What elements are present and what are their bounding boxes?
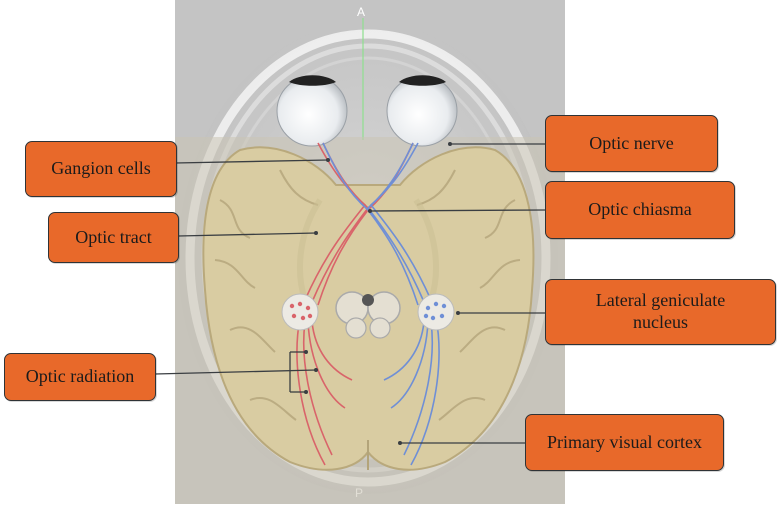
lateral-geniculate-nuclei: [281, 293, 455, 331]
ganglion-cells-leader: [174, 159, 329, 164]
label-optic-nerve-text: Optic nerve: [589, 132, 674, 153]
label-optic-tract: Optic tract: [48, 212, 179, 263]
label-optic-nerve: Optic nerve: [545, 115, 718, 172]
label-lateral-geniculate-nucleus: Lateral geniculate nucleus: [545, 279, 776, 345]
right-eye: [386, 75, 458, 147]
midbrain: [335, 291, 401, 339]
right-visual-pathway: [322, 142, 440, 466]
label-lgn-line1: Lateral geniculate: [595, 290, 726, 311]
left-eye: [276, 75, 348, 147]
label-optic-tract-text: Optic tract: [75, 226, 152, 247]
leader-lines: [154, 142, 546, 445]
optic-tract-leader: [177, 232, 317, 237]
label-ganglion-cells-text: Gangion cells: [51, 158, 151, 179]
label-primary-visual-cortex-text: Primary visual cortex: [547, 431, 702, 452]
label-optic-chiasma-text: Optic chiasma: [588, 199, 692, 220]
optic-chiasma-leader: [369, 209, 546, 212]
label-lgn-line2: nucleus: [633, 312, 688, 332]
label-optic-radiation-text: Optic radiation: [25, 366, 135, 387]
label-primary-visual-cortex: Primary visual cortex: [525, 414, 724, 471]
optic-radiation-leader: [154, 369, 317, 375]
brain-axial-section: [175, 137, 565, 504]
label-ganglion-cells: Gangion cells: [25, 141, 177, 197]
label-optic-radiation: Optic radiation: [4, 353, 156, 401]
label-optic-chiasma: Optic chiasma: [545, 181, 735, 239]
anterior-marker: A: [357, 5, 365, 19]
